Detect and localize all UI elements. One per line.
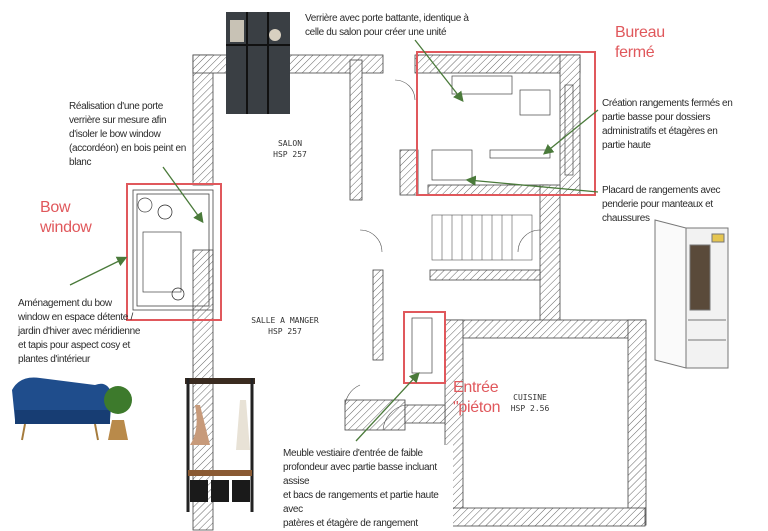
bow-window-box <box>126 183 222 321</box>
door-swings <box>344 79 541 431</box>
entry-bench <box>411 317 433 374</box>
verriere-bureau-note: Verrière avec porte battante, identique … <box>305 13 469 38</box>
bow-window-label: Bow window <box>40 199 92 236</box>
verriere-photo <box>226 12 290 114</box>
entree-box <box>403 311 446 384</box>
coat-rack-photo <box>185 378 255 512</box>
bureau-label: Bureau fermé <box>615 24 665 61</box>
porte-verriere-note: Réalisation d'une porte verrière sur mes… <box>69 101 186 168</box>
placard-note: Placard de rangements avec penderie pour… <box>602 185 721 224</box>
bow-window-walls <box>132 189 214 311</box>
sofa-photo <box>12 377 132 441</box>
meuble-vestiaire-note: Meuble vestiaire d'entrée de faible prof… <box>275 445 453 531</box>
bow-window-furniture <box>137 197 185 301</box>
office-furniture <box>431 75 574 181</box>
highlight-boxes <box>126 51 596 384</box>
staircase <box>431 214 533 261</box>
wardrobe-photo <box>654 219 729 369</box>
entree-label: Entrée "piéton <box>453 379 501 416</box>
amenagement-bow-note: Aménagement du bow window en espace déte… <box>18 298 141 365</box>
rangements-bureau-note: Création rangements fermés en partie bas… <box>602 98 733 151</box>
annotation-arrows <box>69 39 599 442</box>
bureau-box <box>416 51 596 196</box>
